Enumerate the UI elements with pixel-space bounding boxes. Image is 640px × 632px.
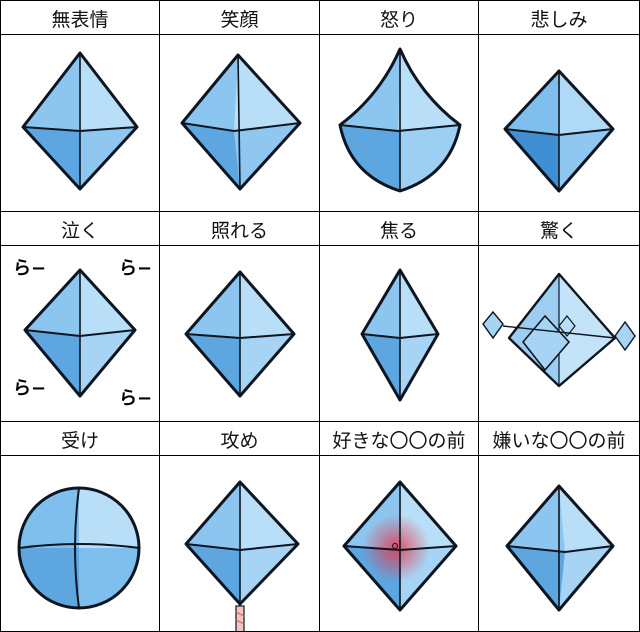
crystal-illustration — [1, 35, 159, 211]
crystal-illustration — [160, 246, 319, 421]
cell-label: 嫌いな〇〇の前 — [492, 429, 626, 452]
cell-label: 笑顔 — [220, 8, 259, 31]
grid-border-top — [0, 0, 640, 1]
tear-mark: ら− — [13, 378, 47, 399]
grid-border-left — [0, 0, 1, 632]
tear-mark: ら− — [13, 258, 47, 279]
cell-label: 怒り — [379, 8, 418, 31]
cell-label: 悲しみ — [530, 8, 588, 31]
crystal-illustration — [479, 35, 639, 211]
crystal-icon — [503, 69, 615, 193]
crystal-illustration — [479, 246, 639, 421]
cell-sadness: 悲しみ — [479, 1, 639, 211]
grid-line-v2 — [319, 0, 320, 632]
cell-surprised: 驚く — [479, 212, 639, 421]
crystal-illustration — [479, 456, 639, 631]
grid-line-h3 — [0, 245, 640, 246]
cell-crying: 泣く ら− ら− ら− ら− — [1, 212, 159, 421]
cell-label: 照れる — [210, 219, 268, 242]
crystal-icon — [180, 53, 302, 191]
cell-label: 驚く — [539, 219, 578, 242]
crystal-icon — [338, 47, 462, 193]
cell-uke: 受け — [1, 422, 159, 631]
crystal-icon — [23, 268, 137, 398]
crystal-illustration — [320, 35, 478, 211]
grid-line-v3 — [478, 0, 479, 632]
crystal-illustration — [320, 456, 478, 631]
crystal-icon — [342, 480, 458, 612]
crystal-icon — [505, 484, 615, 612]
crystal-illustration — [160, 456, 319, 631]
crystal-illustration — [160, 35, 319, 211]
cell-label: 泣く — [60, 219, 99, 242]
cell-smile: 笑顔 — [160, 1, 319, 211]
grid-line-v1 — [159, 0, 160, 632]
cell-before-disliked: 嫌いな〇〇の前 — [479, 422, 639, 631]
cell-label: 焦る — [379, 219, 418, 242]
crystal-illustration — [320, 246, 478, 421]
grid-line-h5 — [0, 455, 640, 456]
cell-label: 攻め — [220, 429, 259, 452]
grid-line-h1 — [0, 34, 640, 35]
crystal-illustration — [1, 456, 159, 631]
cell-expressionless: 無表情 — [1, 1, 159, 211]
cell-before-favorite: 好きな〇〇の前 — [320, 422, 478, 631]
cell-label: 無表情 — [51, 8, 109, 31]
grid-line-h2 — [0, 211, 640, 212]
crystal-icon — [21, 51, 139, 191]
crystal-icon — [184, 270, 296, 398]
crystal-icon — [360, 268, 440, 402]
cell-label: 受け — [60, 429, 99, 452]
cell-embarrassed: 照れる — [160, 212, 319, 421]
crystal-icon — [17, 486, 141, 610]
crystal-icon — [184, 480, 300, 631]
crystal-illustration — [1, 246, 159, 421]
tear-mark: ら− — [119, 258, 153, 279]
grid-line-h4 — [0, 421, 640, 422]
cell-label: 好きな〇〇の前 — [332, 429, 466, 452]
cell-flustered: 焦る — [320, 212, 478, 421]
cell-anger: 怒り — [320, 1, 478, 211]
crystal-icon — [482, 272, 636, 388]
cell-seme: 攻め — [160, 422, 319, 631]
tear-mark: ら− — [119, 388, 153, 409]
